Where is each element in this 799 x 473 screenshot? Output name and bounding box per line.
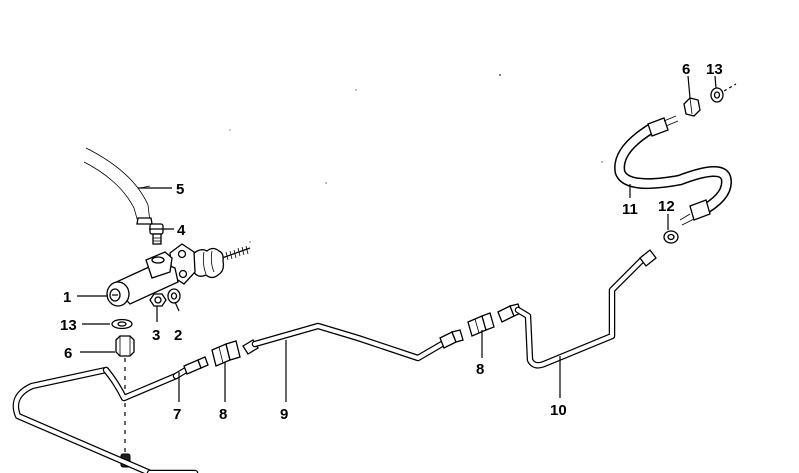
callout-13-left: 13	[60, 317, 77, 334]
callout-3: 3	[152, 327, 160, 344]
callout-4: 4	[177, 222, 186, 239]
callout-9: 9	[280, 406, 288, 423]
master-cylinder	[106, 243, 251, 307]
sealing-ring-13-right	[710, 83, 737, 103]
callout-6-right: 6	[682, 61, 690, 78]
callout-11: 11	[622, 201, 638, 218]
callout-7: 7	[173, 406, 181, 423]
callout-2: 2	[174, 327, 182, 344]
connector-6-left	[115, 335, 135, 468]
hex-nut-3	[149, 293, 167, 307]
connector-6-right	[683, 97, 701, 117]
reservoir-hose	[83, 147, 153, 225]
callout-13-right: 13	[706, 61, 723, 78]
line-fitting-7	[172, 356, 209, 380]
brake-pipe-9	[242, 322, 464, 362]
callout-6-left: 6	[64, 345, 72, 362]
nut-12	[663, 230, 679, 244]
sealing-ring-13-left	[111, 318, 133, 330]
callout-8-left: 8	[219, 406, 227, 423]
lower-left-pipe-loop	[12, 366, 199, 473]
elbow-fitting	[149, 223, 164, 245]
flexible-hose-11	[614, 115, 732, 226]
union-8-left	[211, 340, 241, 367]
callout-1: 1	[63, 289, 71, 306]
callout-8-right: 8	[476, 361, 484, 378]
callout-5: 5	[176, 181, 184, 198]
leader-lines	[77, 75, 717, 402]
callout-10: 10	[550, 402, 567, 419]
callout-12: 12	[658, 198, 675, 215]
callout-labels: 1 2 3 4 5 6 6 7 8 8 9 10 11 12 13 13	[60, 61, 723, 423]
background-specks	[229, 74, 603, 243]
brake-pipe-10	[497, 249, 657, 369]
washer-2	[167, 288, 181, 304]
union-8-right	[467, 312, 495, 337]
